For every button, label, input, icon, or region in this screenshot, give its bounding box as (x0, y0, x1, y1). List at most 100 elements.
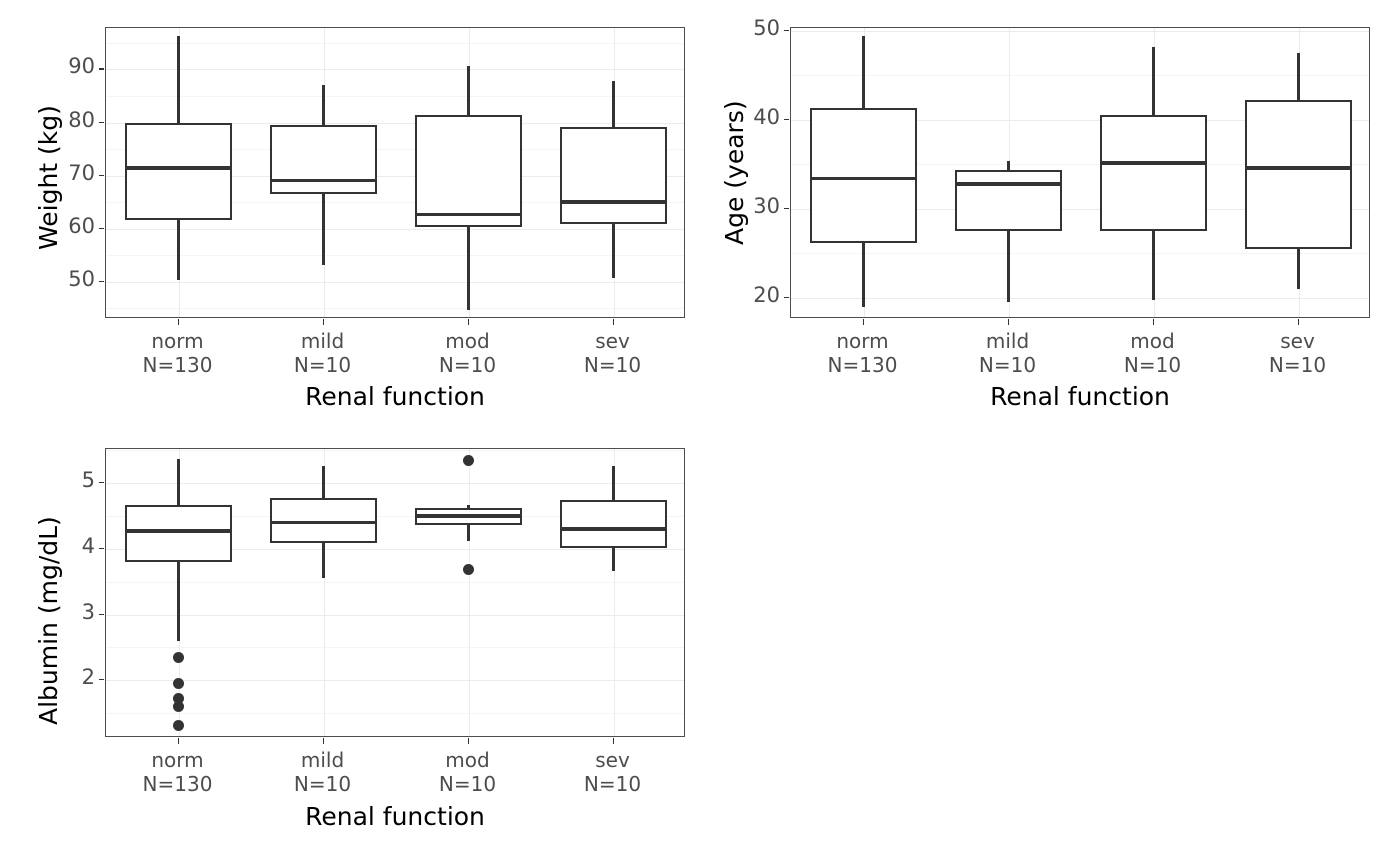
x-tick-mark (467, 738, 470, 744)
whisker-upper (1297, 52, 1300, 101)
x-tick-mark (177, 319, 180, 325)
whisker-lower (1152, 230, 1155, 301)
median-line (1244, 165, 1353, 170)
whisker-upper (467, 504, 470, 509)
x-axis-title-age: Renal function (990, 382, 1170, 411)
box-iqr (269, 124, 378, 195)
y-tick-mark (784, 207, 789, 209)
y-tick-mark (99, 613, 104, 615)
whisker-lower (467, 524, 470, 541)
y-tick-label: 50 (68, 266, 95, 291)
category-gridline (323, 449, 325, 736)
median-line (559, 527, 668, 531)
major-gridline (106, 122, 684, 124)
x-tick-mark (1297, 319, 1300, 325)
major-gridline (106, 175, 684, 177)
x-tick-label: mild N=10 (293, 329, 352, 378)
y-tick-mark (99, 68, 104, 70)
minor-gridline (106, 647, 684, 649)
box-iqr (559, 500, 668, 549)
whisker-upper (1007, 161, 1010, 171)
y-tick-mark (99, 482, 104, 484)
whisker-lower (177, 219, 180, 280)
x-tick-label: norm N=130 (827, 329, 898, 378)
box-iqr (269, 498, 378, 543)
outlier-point (173, 651, 184, 663)
y-tick-label: 40 (753, 104, 780, 129)
median-line (124, 166, 233, 170)
category-gridline (468, 449, 470, 736)
outlier-point (463, 563, 474, 575)
x-tick-label: mod N=10 (1123, 329, 1182, 378)
outlier-point (173, 700, 184, 712)
y-tick-label: 80 (68, 107, 95, 132)
whisker-upper (612, 466, 615, 501)
x-tick-mark (322, 319, 325, 325)
minor-gridline (106, 450, 684, 452)
outlier-point (173, 720, 184, 732)
whisker-upper (612, 80, 615, 128)
minor-gridline (106, 308, 684, 310)
x-tick-label: sev N=10 (1268, 329, 1327, 378)
y-tick-mark (784, 118, 789, 120)
minor-gridline (106, 95, 684, 97)
x-tick-label: sev N=10 (583, 329, 642, 378)
median-line (414, 212, 523, 217)
whisker-lower (322, 194, 325, 265)
major-gridline (106, 281, 684, 283)
major-gridline (791, 297, 1369, 299)
major-gridline (791, 30, 1369, 32)
major-gridline (106, 483, 684, 485)
minor-gridline (106, 713, 684, 715)
minor-gridline (106, 149, 684, 151)
whisker-upper (177, 36, 180, 123)
minor-gridline (791, 164, 1369, 166)
whisker-upper (177, 458, 180, 506)
outlier-point (173, 677, 184, 689)
whisker-lower (177, 561, 180, 641)
box-iqr (954, 170, 1063, 231)
whisker-upper (467, 65, 470, 116)
x-tick-mark (612, 319, 615, 325)
y-tick-mark (784, 29, 789, 31)
median-line (809, 176, 918, 181)
major-gridline (106, 69, 684, 71)
median-line (1099, 161, 1208, 166)
whisker-lower (612, 224, 615, 279)
plot-area-weight (105, 27, 685, 318)
minor-gridline (106, 202, 684, 204)
y-tick-mark (99, 227, 104, 229)
x-tick-label: mild N=10 (293, 748, 352, 797)
y-tick-mark (99, 121, 104, 123)
major-gridline (791, 119, 1369, 121)
x-tick-mark (1152, 319, 1155, 325)
x-tick-label: sev N=10 (583, 748, 642, 797)
whisker-lower (612, 548, 615, 572)
median-line (269, 520, 378, 525)
plot-area-age (790, 27, 1370, 318)
plot-area-albumin (105, 448, 685, 737)
y-tick-label: 3 (81, 599, 95, 624)
box-iqr (414, 115, 523, 227)
y-tick-label: 2 (81, 665, 95, 690)
y-tick-label: 20 (753, 282, 780, 307)
y-tick-mark (99, 174, 104, 176)
x-tick-mark (612, 738, 615, 744)
major-gridline (106, 228, 684, 230)
x-tick-label: mod N=10 (438, 748, 497, 797)
major-gridline (106, 614, 684, 616)
x-tick-label: norm N=130 (142, 748, 213, 797)
x-tick-label: mild N=10 (978, 329, 1037, 378)
box-iqr (1244, 100, 1353, 249)
x-axis-title-albumin: Renal function (305, 802, 485, 831)
outlier-point (463, 455, 474, 467)
y-tick-label: 90 (68, 54, 95, 79)
whisker-upper (322, 466, 325, 499)
minor-gridline (106, 515, 684, 517)
x-tick-mark (322, 738, 325, 744)
y-tick-mark (99, 280, 104, 283)
x-tick-mark (467, 319, 470, 325)
